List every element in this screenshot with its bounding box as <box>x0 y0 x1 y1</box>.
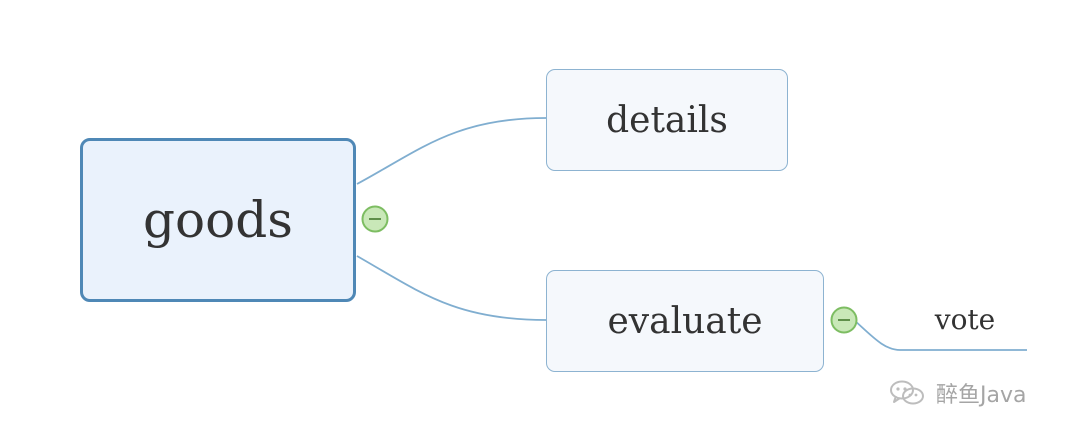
mind-map-root-node[interactable]: goods <box>80 138 356 302</box>
evaluate-node-label: evaluate <box>607 300 763 342</box>
connector-evaluate-vote <box>853 319 1027 351</box>
watermark: 醉鱼Java <box>888 376 1058 410</box>
connector-goods-details <box>356 117 547 185</box>
collapse-evaluate-toggle[interactable] <box>830 306 858 334</box>
vote-node-label: vote <box>934 302 996 336</box>
watermark-text: 醉鱼Java <box>936 383 1027 408</box>
minus-circle-icon <box>830 306 858 334</box>
wechat-logo-icon <box>890 380 924 405</box>
mind-map-node-details[interactable]: details <box>546 69 788 171</box>
mind-map-node-vote[interactable]: vote <box>900 296 1030 342</box>
minus-circle-icon <box>361 205 389 233</box>
details-node-label: details <box>606 99 728 141</box>
mind-map-node-evaluate[interactable]: evaluate <box>546 270 824 372</box>
connector-goods-evaluate <box>356 255 547 321</box>
collapse-goods-toggle[interactable] <box>361 205 389 233</box>
root-node-label: goods <box>143 191 293 249</box>
